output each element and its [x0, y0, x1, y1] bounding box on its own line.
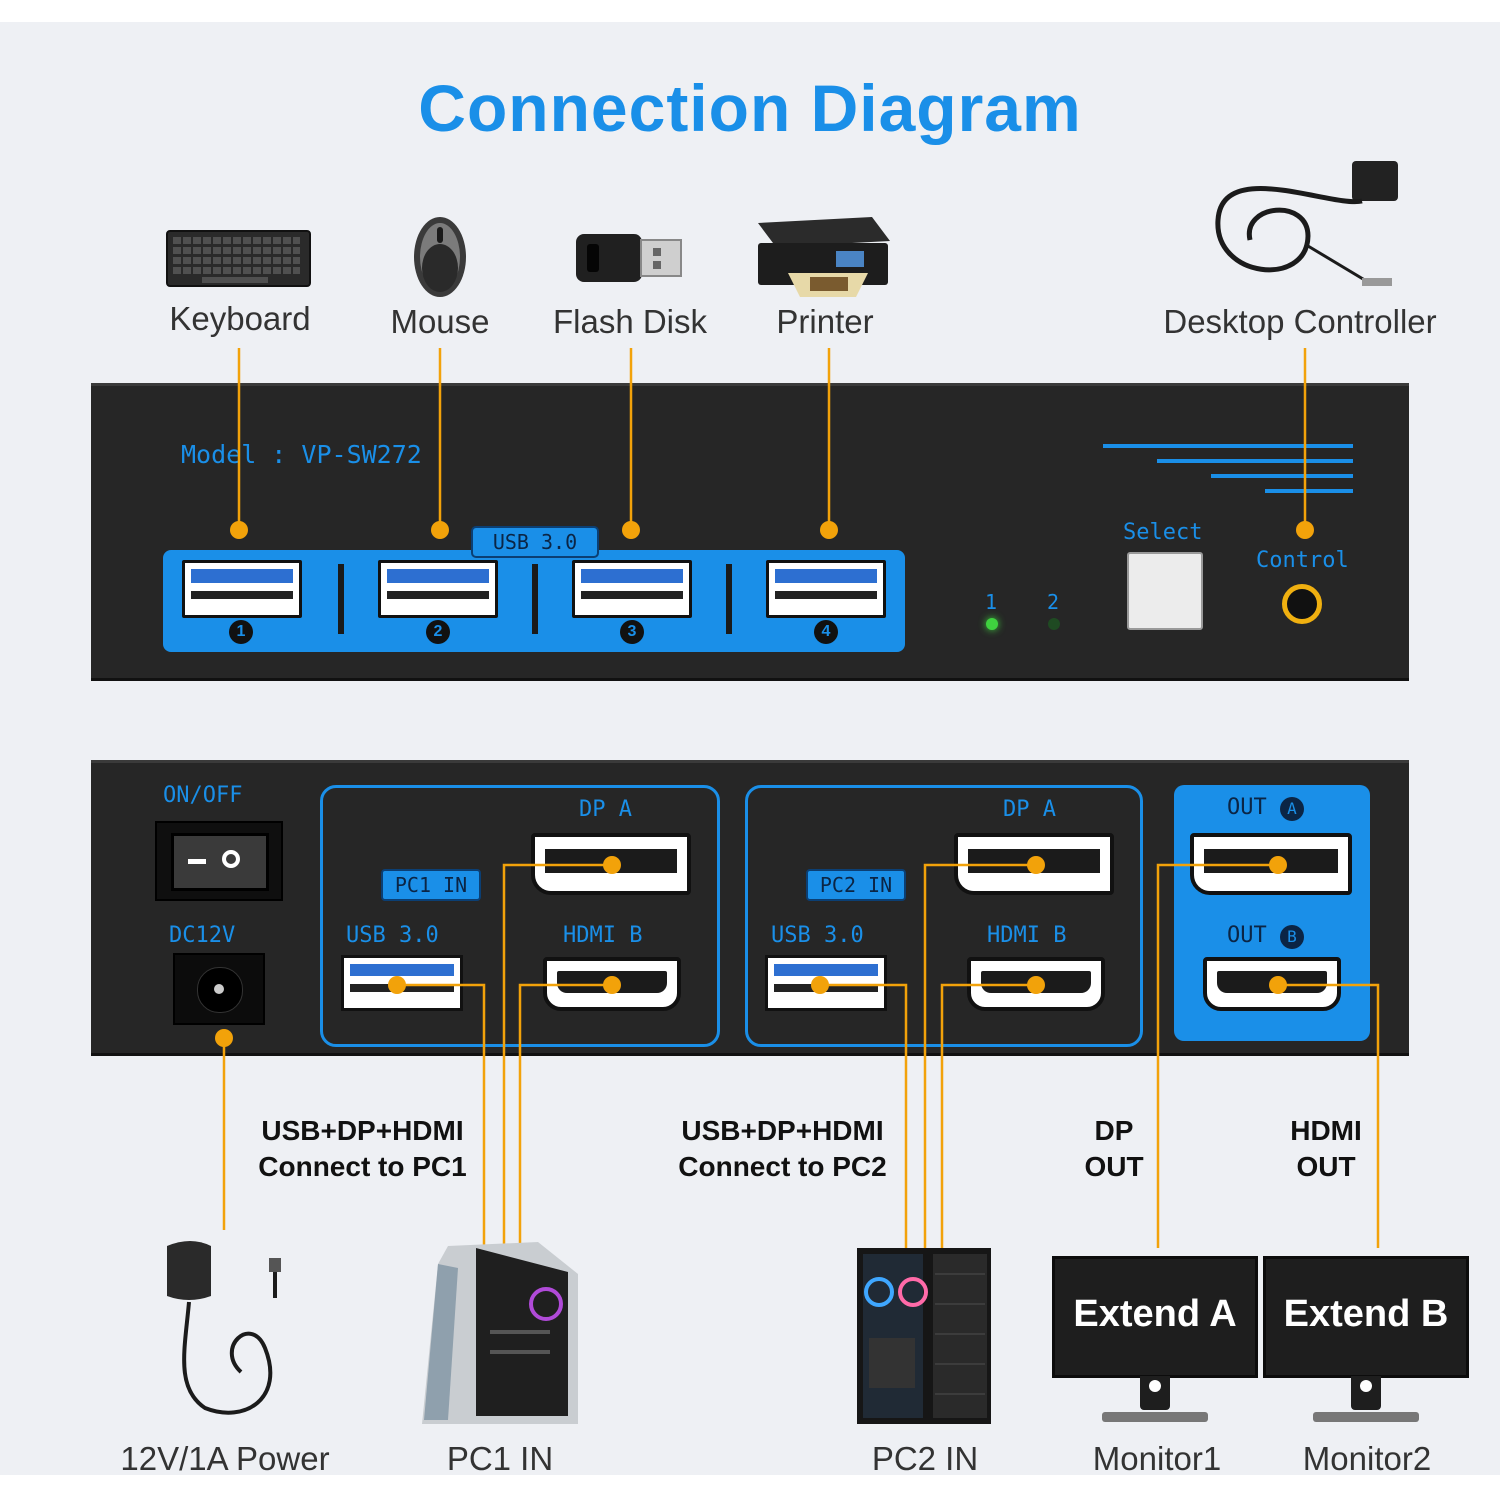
- pc2-badge: PC2 IN: [806, 869, 906, 901]
- usb-port-2[interactable]: [378, 560, 498, 618]
- led-2: [1048, 618, 1060, 630]
- pc2-hdmi-label: HDMI B: [987, 923, 1067, 948]
- monitor-2-screen: Extend B: [1263, 1256, 1469, 1378]
- monitor-2-label: Monitor2: [1302, 1440, 1432, 1477]
- port-number-1: 1: [229, 620, 253, 644]
- pc1-hdmi-label: HDMI B: [563, 923, 643, 948]
- monitor-2: Extend B: [1263, 1256, 1469, 1426]
- port-divider: [726, 564, 732, 634]
- on-off-label: ON/OFF: [163, 783, 243, 808]
- pc1-label: PC1 IN: [446, 1440, 554, 1477]
- out-b-label: OUT B: [1227, 923, 1304, 949]
- mouse-icon: [414, 217, 466, 297]
- pc1-cable-label: USB+DP+HDMI Connect to PC1: [258, 1115, 467, 1182]
- pc2-dp-label: DP A: [1003, 797, 1056, 822]
- select-button[interactable]: [1127, 552, 1203, 630]
- mouse-label: Mouse: [390, 303, 490, 340]
- diagram-title: Connection Diagram: [418, 71, 1082, 145]
- front-panel: Model : VP-SW272 USB 3.0: [91, 383, 1409, 678]
- dc-jack[interactable]: [173, 953, 265, 1025]
- speed-lines: [1103, 444, 1353, 494]
- power-switch[interactable]: [155, 821, 283, 901]
- usb-badge: USB 3.0: [471, 526, 599, 558]
- port-number-2: 2: [426, 620, 450, 644]
- pc1-dp-label: DP A: [579, 797, 632, 822]
- desktop-controller-label: Desktop Controller: [1163, 303, 1437, 340]
- pc2-usb-label: USB 3.0: [771, 923, 864, 948]
- monitor-1-base: [1102, 1412, 1208, 1422]
- select-label: Select: [1123, 520, 1203, 545]
- power-label: 12V/1A Power: [120, 1440, 330, 1477]
- printer-label: Printer: [776, 303, 874, 340]
- control-label: Control: [1256, 548, 1349, 573]
- pc2-tower-icon: [857, 1248, 991, 1424]
- pc1-badge: PC1 IN: [381, 869, 481, 901]
- extend-a-label: Extend A: [1073, 1293, 1237, 1335]
- pc2-port-group: [745, 785, 1143, 1047]
- led-label-2: 2: [1047, 590, 1060, 614]
- port-divider: [338, 564, 344, 634]
- pc1-tower-icon: [422, 1242, 578, 1424]
- pc1-usb-label: USB 3.0: [346, 923, 439, 948]
- hdmi-out-cable-label: HDMI OUT: [1290, 1115, 1362, 1182]
- printer-icon: [758, 217, 890, 297]
- out-a-label: OUT A: [1227, 795, 1304, 821]
- monitor-1-label: Monitor1: [1092, 1440, 1222, 1477]
- usb-port-4[interactable]: [766, 560, 886, 618]
- pc2-label: PC2 IN: [871, 1440, 979, 1477]
- led-label-1: 1: [985, 590, 998, 614]
- keyboard-label: Keyboard: [169, 300, 311, 337]
- monitor-2-base: [1313, 1412, 1419, 1422]
- power-adapter-icon: [167, 1241, 281, 1415]
- monitor-1: Extend A: [1052, 1256, 1258, 1426]
- monitor-2-hinge: [1360, 1380, 1372, 1392]
- control-jack[interactable]: [1282, 584, 1322, 624]
- pc1-usb-port[interactable]: [341, 955, 463, 1011]
- port-number-3: 3: [620, 620, 644, 644]
- usb-port-3[interactable]: [572, 560, 692, 618]
- port-divider: [532, 564, 538, 634]
- rear-panel: ON/OFF DC12V DP A PC1 IN USB 3.0 HDMI B: [91, 760, 1409, 1053]
- desktop-controller-icon: [1215, 161, 1398, 286]
- monitor-1-hinge: [1149, 1380, 1161, 1392]
- port-number-4: 4: [814, 620, 838, 644]
- extend-b-label: Extend B: [1283, 1293, 1449, 1335]
- pc2-cable-label: USB+DP+HDMI Connect to PC2: [678, 1115, 887, 1182]
- monitor-1-screen: Extend A: [1052, 1256, 1258, 1378]
- flash-disk-label: Flash Disk: [552, 303, 708, 340]
- led-1: [986, 618, 998, 630]
- model-label: Model : VP-SW272: [181, 440, 422, 469]
- dp-out-cable-label: DP OUT: [1084, 1115, 1144, 1182]
- flash-disk-icon: [576, 234, 682, 282]
- keyboard-icon: [166, 230, 311, 287]
- usb-port-1[interactable]: [182, 560, 302, 618]
- dc-label: DC12V: [169, 923, 236, 948]
